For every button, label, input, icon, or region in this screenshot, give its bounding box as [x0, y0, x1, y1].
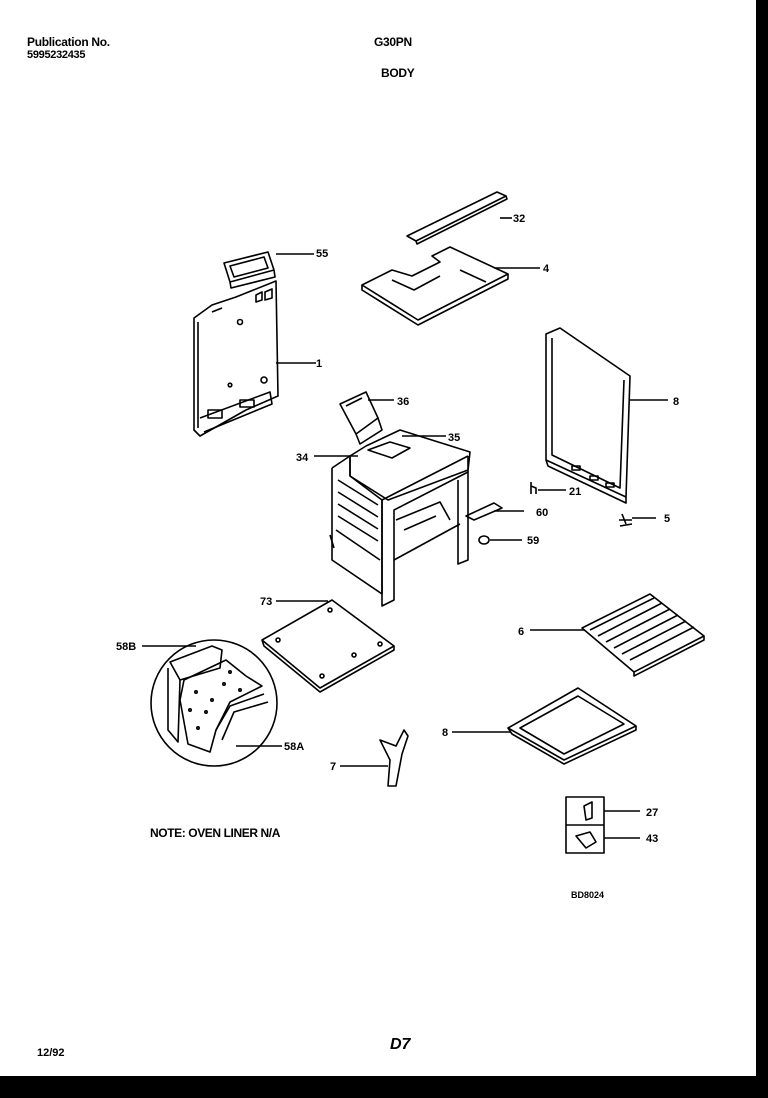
part-55-bracket: [223, 251, 276, 289]
callout-34: 34: [296, 452, 309, 464]
publication-number: 5995232435: [27, 49, 86, 61]
callout-1: 1: [316, 358, 322, 370]
revision-date: 12/92: [37, 1047, 65, 1059]
part-8-broiler-pan: [507, 687, 637, 765]
part-21-screw: [530, 482, 537, 494]
parts-sheet: [0, 0, 756, 1076]
callout-55: 55: [316, 248, 328, 260]
oven-body: [329, 429, 471, 607]
part-4-top-panel: [361, 246, 509, 326]
callout-59: 59: [527, 535, 539, 547]
callout-35: 35: [448, 432, 460, 444]
part-8-side-panel: [545, 327, 631, 504]
callout-43: 43: [646, 833, 658, 845]
part-60-slide: [465, 502, 503, 521]
callout-60: 60: [536, 507, 548, 519]
callout-32: 32: [513, 213, 525, 225]
callout-6: 6: [518, 626, 524, 638]
part-7-hinge: [379, 729, 409, 787]
callout-58b: 58B: [116, 641, 136, 653]
callout-8-bottom: 8: [442, 727, 448, 739]
callout-73: 73: [260, 596, 272, 608]
callout-27: 27: [646, 807, 658, 819]
insulation-detail: [150, 639, 278, 767]
diagram-code: BD8024: [571, 890, 605, 900]
model-number: G30PN: [374, 35, 412, 49]
callout-36: 36: [397, 396, 409, 408]
page-id: D7: [390, 1036, 411, 1053]
callout-21: 21: [569, 486, 581, 498]
part-1-back-panel: [193, 280, 279, 437]
callout-4: 4: [543, 263, 550, 275]
part-73-bottom-panel: [261, 599, 395, 693]
publication-label: Publication No.: [27, 35, 110, 49]
section-title: BODY: [381, 66, 415, 80]
part-32-strip: [406, 191, 508, 245]
callout-5: 5: [664, 513, 670, 525]
callout-7: 7: [330, 761, 336, 773]
part-36-bracket: [339, 391, 383, 445]
parts-27-43-box: [565, 796, 605, 854]
oven-liner-note: NOTE: OVEN LINER N/A: [150, 826, 281, 840]
part-6-rack: [581, 593, 705, 677]
exploded-parts-diagram: 55 1 32 4 8 36 35 34 21 5 60 59 73 58B 6…: [116, 191, 705, 854]
part-59-clip: [478, 535, 490, 545]
callout-8-top: 8: [673, 396, 679, 408]
part-5-leveler: [619, 513, 633, 527]
callout-58a: 58A: [284, 741, 304, 753]
